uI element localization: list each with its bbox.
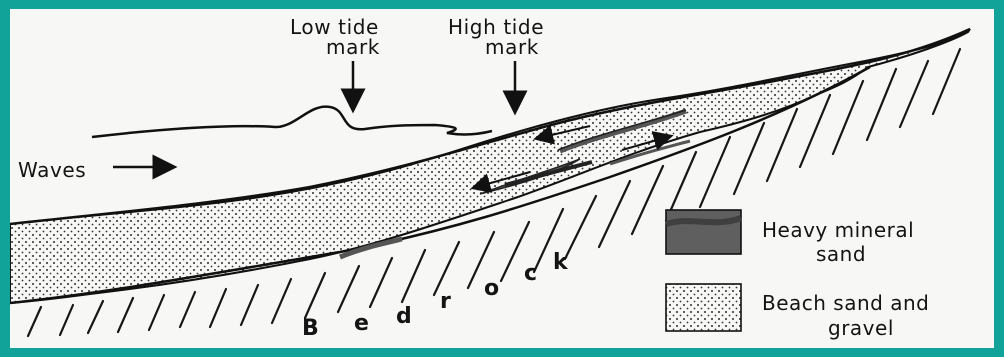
heavy-mineral-label-line2: sand: [816, 242, 866, 266]
low-tide-label-line2: mark: [326, 35, 380, 59]
high-tide-label-line2: mark: [485, 35, 539, 59]
beach-sand-label-line1: Beach sand and: [762, 291, 929, 315]
diagram-frame: Low tide mark High tide mark Waves B e d…: [10, 9, 994, 348]
bedrock-letter-6: c: [524, 261, 537, 286]
bedrock-letter-7: k: [553, 250, 569, 275]
bedrock-letter-1: B: [302, 316, 319, 341]
sea-surface: [92, 107, 492, 137]
bedrock-letter-2: e: [354, 311, 369, 336]
waves-label: Waves: [18, 158, 86, 182]
beach-cross-section-diagram: Low tide mark High tide mark Waves B e d…: [10, 9, 994, 348]
bedrock-letter-5: o: [484, 276, 499, 301]
beach-sand-swatch-icon: [666, 284, 741, 331]
beach-sand-label-line2: gravel: [828, 316, 894, 340]
bedrock-letter-3: d: [396, 304, 412, 329]
heavy-mineral-label-line1: Heavy mineral: [762, 218, 914, 242]
bedrock-letter-4: r: [440, 289, 451, 314]
heavy-mineral-swatch-icon: [666, 210, 741, 254]
